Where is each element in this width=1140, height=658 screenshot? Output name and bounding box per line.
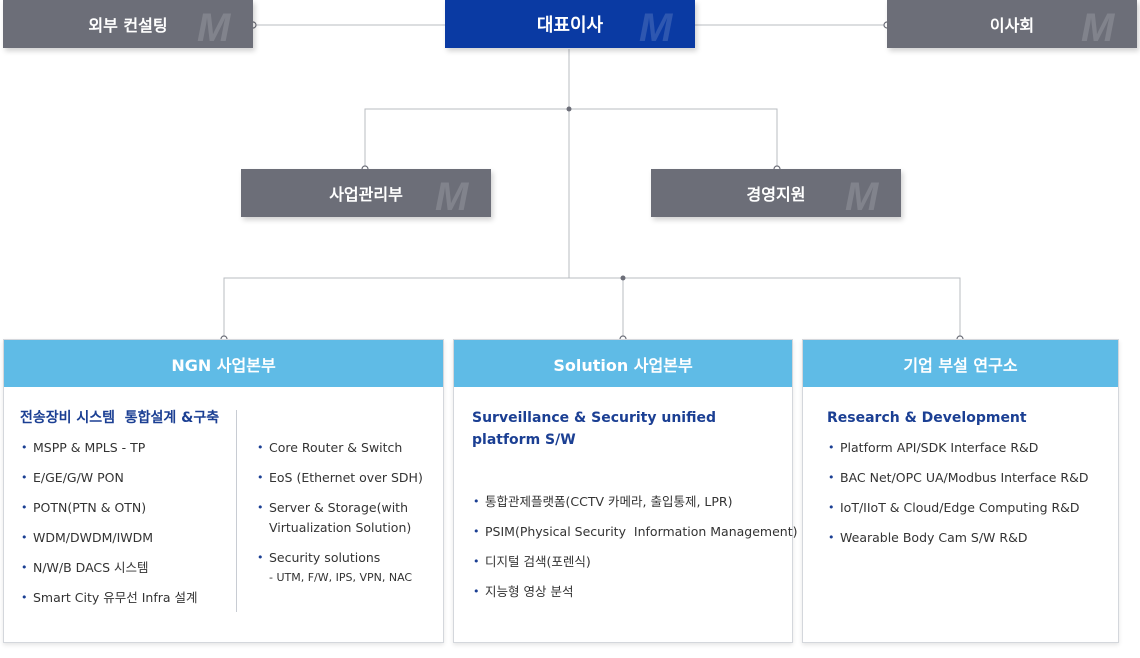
list-item: EoS (Ethernet over SDH) — [257, 468, 423, 498]
ngn-heading: 전송장비 시스템 통합설계 &구축 — [20, 410, 220, 426]
list-item: 통합관제플랫폼(CCTV 카메라, 출입통제, LPR) — [473, 492, 797, 522]
list-item: Wearable Body Cam S/W R&D — [828, 528, 1088, 558]
list-item: Smart City 유무선 Infra 설계 — [21, 588, 198, 618]
ngn-list-left: MSPP & MPLS - TP E/GE/G/W PON POTN(PTN &… — [21, 438, 198, 618]
board-box: 이사회 M — [887, 0, 1137, 48]
svg-text:M: M — [845, 175, 880, 214]
list-item: Security solutions - UTM, F/W, IPS, VPN,… — [257, 548, 423, 598]
list-item-line: Server & Storage(with — [269, 500, 408, 515]
external-consulting-box: 외부 컨설팅 M — [3, 0, 253, 48]
research-lab-header: 기업 부설 연구소 — [803, 340, 1118, 387]
list-item: Core Router & Switch — [257, 438, 423, 468]
list-item: Platform API/SDK Interface R&D — [828, 438, 1088, 468]
svg-text:M: M — [435, 175, 470, 214]
solution-division-header: Solution 사업본부 — [454, 340, 792, 387]
external-consulting-label: 외부 컨설팅 — [88, 16, 168, 35]
list-item: PSIM(Physical Security Information Manag… — [473, 522, 797, 552]
ceo-label: 대표이사 — [536, 15, 604, 36]
column-divider — [236, 410, 237, 612]
list-item-subline: - UTM, F/W, IPS, VPN, NAC — [269, 571, 413, 584]
list-item: MSPP & MPLS - TP — [21, 438, 198, 468]
list-item: IoT/IIoT & Cloud/Edge Computing R&D — [828, 498, 1088, 528]
ceo-box: 대표이사 M — [445, 0, 695, 48]
management-support-label: 경영지원 — [746, 185, 806, 204]
research-heading: Research & Development — [827, 410, 1027, 426]
watermark-m-icon: M — [1081, 6, 1116, 45]
board-label: 이사회 — [989, 16, 1035, 35]
list-item-line: Security solutions — [269, 550, 381, 565]
business-management-label: 사업관리부 — [329, 185, 403, 204]
management-support-box: 경영지원 M — [651, 169, 901, 217]
list-item-line: Virtualization Solution) — [269, 520, 412, 535]
solution-heading-line2: platform S/W — [472, 432, 576, 448]
ngn-list-right: Core Router & Switch EoS (Ethernet over … — [257, 438, 423, 598]
solution-heading: Surveillance & Security unified platform… — [472, 407, 716, 451]
solution-heading-line1: Surveillance & Security unified — [472, 410, 717, 426]
list-item: N/W/B DACS 시스템 — [21, 558, 198, 588]
svg-text:M: M — [639, 6, 674, 45]
watermark-m-icon: M — [845, 175, 880, 214]
list-item: 디지털 검색(포렌식) — [473, 552, 797, 582]
list-item: 지능형 영상 분석 — [473, 582, 797, 612]
watermark-m-icon: M — [639, 6, 674, 45]
solution-list: 통합관제플랫폼(CCTV 카메라, 출입통제, LPR) PSIM(Physic… — [473, 492, 797, 612]
svg-text:M: M — [197, 6, 232, 45]
svg-text:M: M — [1081, 6, 1116, 45]
list-item: E/GE/G/W PON — [21, 468, 198, 498]
list-item: WDM/DWDM/IWDM — [21, 528, 198, 558]
research-list: Platform API/SDK Interface R&D BAC Net/O… — [828, 438, 1088, 558]
business-management-box: 사업관리부 M — [241, 169, 491, 217]
ngn-division-header: NGN 사업본부 — [4, 340, 443, 387]
list-item: POTN(PTN & OTN) — [21, 498, 198, 528]
watermark-m-icon: M — [197, 6, 232, 45]
watermark-m-icon: M — [435, 175, 470, 214]
list-item: Server & Storage(with Virtualization Sol… — [257, 498, 423, 548]
list-item: BAC Net/OPC UA/Modbus Interface R&D — [828, 468, 1088, 498]
